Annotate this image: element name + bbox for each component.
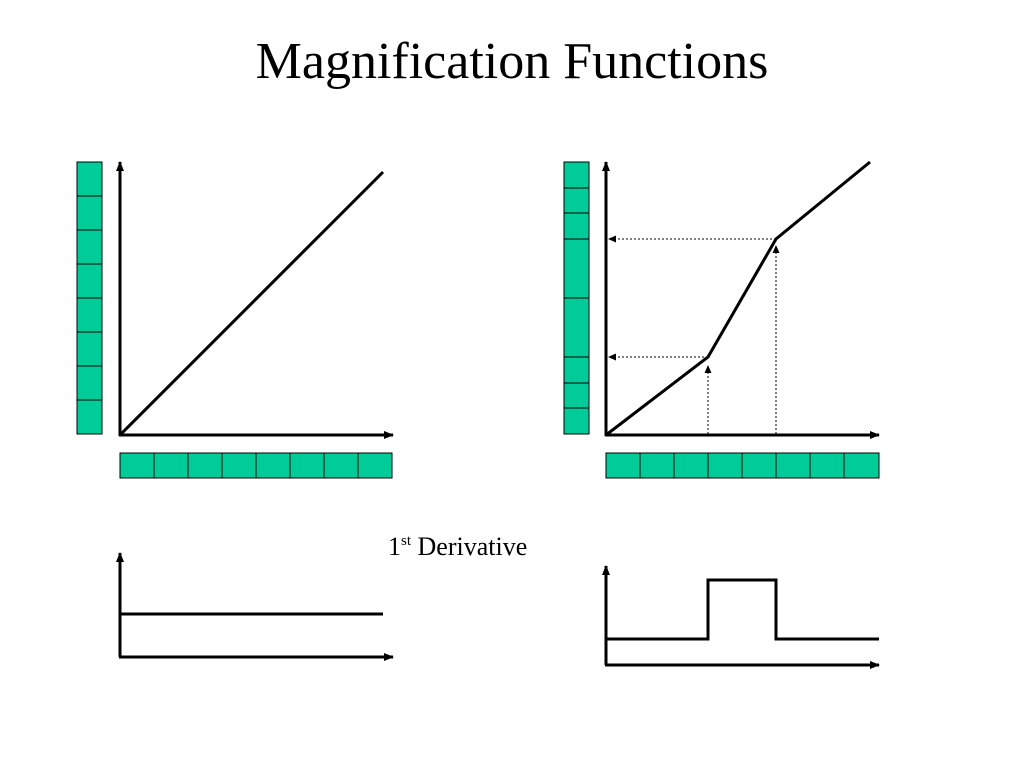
output-cell <box>563 297 590 358</box>
output-cell <box>563 161 590 189</box>
right-derivative-step <box>606 578 879 641</box>
input-cell <box>843 452 880 479</box>
output-cell <box>563 187 590 214</box>
output-cell <box>76 297 103 333</box>
derivative-label-number: 1 <box>388 532 401 561</box>
input-cell <box>357 452 393 479</box>
output-cell <box>76 263 103 299</box>
left-mapping-graph <box>76 161 394 479</box>
right-mapping-curve <box>605 160 871 437</box>
input-cell <box>707 452 743 479</box>
output-cell <box>76 195 103 231</box>
output-cell <box>76 399 103 435</box>
output-cell <box>76 331 103 367</box>
derivative-label-text: Derivative <box>417 532 528 561</box>
left-output-cells <box>76 161 103 435</box>
input-cell <box>255 452 291 479</box>
slide-title: Magnification Functions <box>255 33 769 90</box>
input-cell <box>119 452 155 479</box>
input-cell <box>741 452 777 479</box>
left-derivative-graph <box>116 552 394 661</box>
left-mapping-line <box>118 170 385 437</box>
right-mapping-graph <box>563 160 880 479</box>
input-cell <box>289 452 325 479</box>
input-cell <box>673 452 709 479</box>
output-cell <box>563 212 590 240</box>
input-cell <box>639 452 675 479</box>
input-cell <box>221 452 257 479</box>
output-cell <box>563 382 590 409</box>
output-cell <box>563 407 590 435</box>
input-cell <box>323 452 359 479</box>
derivative-label-superscript: st <box>401 533 412 549</box>
input-cell <box>775 452 811 479</box>
input-cell <box>809 452 845 479</box>
input-cell <box>153 452 189 479</box>
output-cell <box>76 229 103 265</box>
right-input-cells <box>605 452 880 479</box>
left-input-cells <box>119 452 393 479</box>
right-derivative-graph <box>602 565 880 669</box>
input-cell <box>187 452 223 479</box>
output-cell <box>76 365 103 401</box>
input-cell <box>605 452 641 479</box>
output-cell <box>563 356 590 384</box>
output-cell <box>76 161 103 197</box>
right-output-cells <box>563 161 590 435</box>
output-cell <box>563 238 590 299</box>
derivative-label: 1st Derivative <box>388 534 527 560</box>
